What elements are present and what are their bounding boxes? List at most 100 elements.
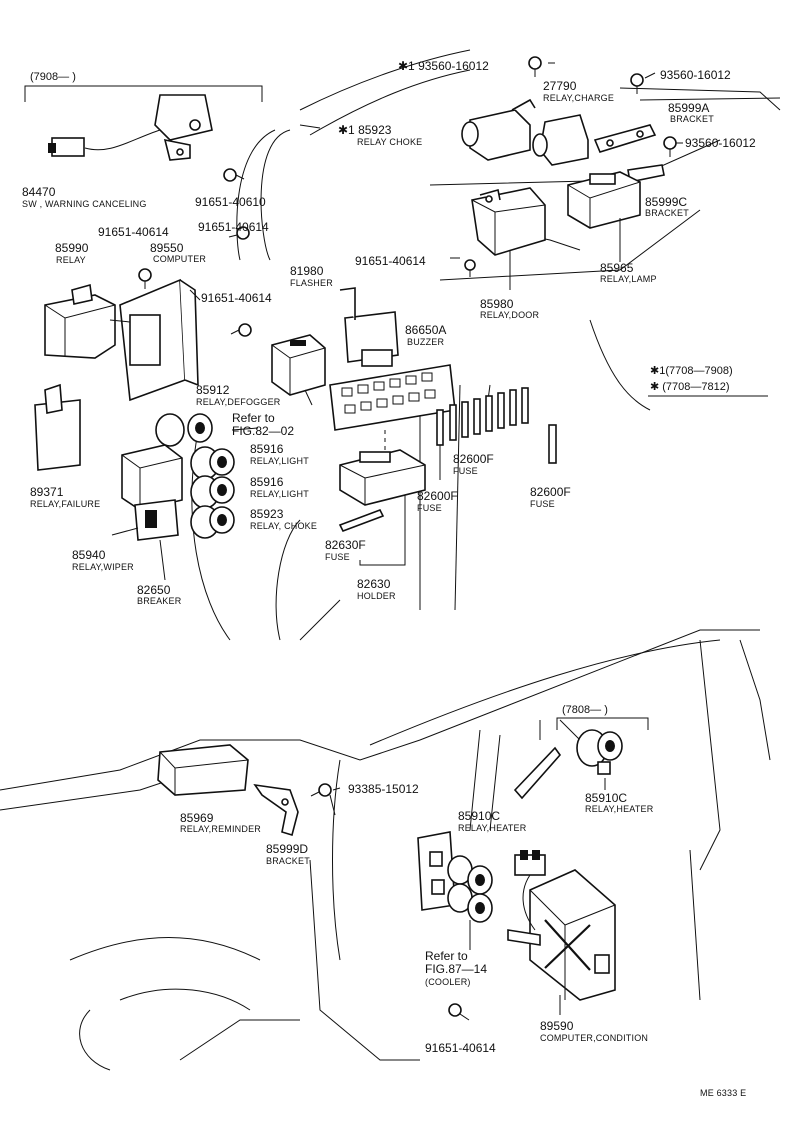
part-number-85916-a: 85916 bbox=[250, 442, 284, 456]
bracket-85999A-icon bbox=[593, 124, 657, 153]
part-number-85923-top: ✱1 85923 bbox=[338, 123, 392, 137]
part-number-93385: 93385-15012 bbox=[348, 782, 419, 796]
part-caption-85910C-b: RELAY,HEATER bbox=[458, 823, 527, 833]
legend-line-2: ✱ (7708—7812) bbox=[650, 381, 730, 393]
part-caption-81980: FLASHER bbox=[290, 278, 333, 288]
bracket-7808 bbox=[556, 717, 649, 730]
leader-lines bbox=[111, 62, 683, 1015]
computer-89550-icon bbox=[109, 278, 199, 402]
part-number-91651-40614-a: 91651-40614 bbox=[98, 225, 169, 239]
part-number-89550: 89550 bbox=[150, 241, 184, 255]
part-number-85940: 85940 bbox=[72, 548, 106, 562]
part-number-82650: 82650 bbox=[137, 583, 171, 597]
relay-heater-pair-icon bbox=[417, 831, 493, 923]
part-number-93560-c: 93560-16012 bbox=[685, 136, 756, 150]
part-number-91651-40614-b: 91651-40614 bbox=[198, 220, 269, 234]
bracket-85999D-icon bbox=[253, 783, 299, 837]
part-caption-85923-top: RELAY CHOKE bbox=[357, 137, 422, 147]
part-number-91651-40614-d: 91651-40614 bbox=[355, 254, 426, 268]
fuse-holder-82630-icon bbox=[338, 449, 426, 566]
part-number-85999D: 85999D bbox=[266, 842, 308, 856]
part-number-93560-a: ✱1 93560-16012 bbox=[398, 59, 489, 73]
bracket-7808-label: (7808— ) bbox=[562, 704, 608, 716]
relay-choke-top-icon bbox=[461, 98, 536, 161]
part-caption-82600F-c: FUSE bbox=[530, 499, 555, 509]
part-caption-85969: RELAY,REMINDER bbox=[180, 824, 261, 834]
part-caption-84470: SW , WARNING CANCELING bbox=[22, 199, 147, 209]
part-caption-27790: RELAY,CHARGE bbox=[543, 93, 614, 103]
refer-87-line3: (COOLER) bbox=[425, 977, 471, 987]
part-caption-85999C: BRACKET bbox=[645, 208, 689, 218]
part-number-84470: 84470 bbox=[22, 185, 56, 199]
part-number-82600F-c: 82600F bbox=[530, 485, 571, 499]
part-caption-85999D: BRACKET bbox=[266, 856, 310, 866]
part-number-93560-b: 93560-16012 bbox=[660, 68, 731, 82]
buzzer-86650A-icon bbox=[339, 287, 399, 367]
part-number-82600F-a: 82600F bbox=[453, 452, 494, 466]
part-caption-89371: RELAY,FAILURE bbox=[30, 499, 100, 509]
part-number-82630F: 82630F bbox=[325, 538, 366, 552]
relay-reminder-85969-icon bbox=[157, 744, 249, 796]
legend-line-1: ✱1(7708—7908) bbox=[650, 365, 733, 377]
part-caption-85912: RELAY,DEFOGGER bbox=[196, 397, 281, 407]
part-number-85980: 85980 bbox=[480, 297, 514, 311]
part-number-81980: 81980 bbox=[290, 264, 324, 278]
part-caption-82650: BREAKER bbox=[137, 596, 182, 606]
part-caption-82630F: FUSE bbox=[325, 552, 350, 562]
part-caption-82600F-b: FUSE bbox=[417, 503, 442, 513]
part-number-85912: 85912 bbox=[196, 383, 230, 397]
part-number-85916-b: 85916 bbox=[250, 475, 284, 489]
part-number-86650A: 86650A bbox=[405, 323, 446, 337]
part-caption-89590: COMPUTER,CONDITION bbox=[540, 1033, 648, 1043]
bracket-7908-label: (7908— ) bbox=[30, 71, 76, 83]
part-number-85999A: 85999A bbox=[668, 101, 709, 115]
part-number-91651-40610: 91651-40610 bbox=[195, 195, 266, 209]
body-outline bbox=[0, 49, 781, 1071]
part-number-85910C-a: 85910C bbox=[585, 791, 627, 805]
relay-85990-icon bbox=[44, 283, 116, 359]
labels: (7908— ) 84470 SW , WARNING CANCELING 91… bbox=[22, 59, 768, 1098]
refer-87-line2: FIG.87—14 bbox=[425, 962, 487, 976]
refer-to-line1: Refer to bbox=[232, 411, 275, 425]
part-caption-85923-b: RELAY, CHOKE bbox=[250, 521, 317, 531]
fuse-82600F-icons bbox=[436, 387, 557, 480]
relay-heater-single-icon bbox=[513, 729, 623, 800]
part-caption-85980: RELAY,DOOR bbox=[480, 310, 539, 320]
relay-lamp-85965-icon bbox=[567, 171, 641, 229]
refer-87-line1: Refer to bbox=[425, 949, 468, 963]
part-caption-89550: COMPUTER bbox=[153, 254, 206, 264]
part-number-85965: 85965 bbox=[600, 261, 634, 275]
bracket-7908 bbox=[24, 85, 263, 102]
part-number-27790: 27790 bbox=[543, 79, 577, 93]
part-number-89371: 89371 bbox=[30, 485, 64, 499]
part-number-85999C: 85999C bbox=[645, 195, 687, 209]
part-number-91651-40614-e: 91651-40614 bbox=[425, 1041, 496, 1055]
part-caption-85916-a: RELAY,LIGHT bbox=[250, 456, 309, 466]
part-number-85969: 85969 bbox=[180, 811, 214, 825]
part-number-85923-b: 85923 bbox=[250, 507, 284, 521]
part-number-85990: 85990 bbox=[55, 241, 89, 255]
part-caption-82600F-a: FUSE bbox=[453, 466, 478, 476]
drawing-code: ME 6333 E bbox=[700, 1088, 746, 1098]
part-caption-85910C-a: RELAY,HEATER bbox=[585, 804, 654, 814]
part-number-89590: 89590 bbox=[540, 1019, 574, 1033]
part-caption-82630: HOLDER bbox=[357, 591, 396, 601]
relay-failure-89371-icon bbox=[34, 383, 81, 471]
warning-canceling-switch-icon bbox=[48, 94, 213, 161]
relay-cluster-icon bbox=[121, 413, 259, 541]
part-number-85910C-b: 85910C bbox=[458, 809, 500, 823]
part-caption-85999A: BRACKET bbox=[670, 114, 714, 124]
part-caption-85916-b: RELAY,LIGHT bbox=[250, 489, 309, 499]
relay-door-85980-icon bbox=[471, 187, 546, 256]
part-caption-85940: RELAY,WIPER bbox=[72, 562, 134, 572]
part-number-91651-40614-c: 91651-40614 bbox=[201, 291, 272, 305]
computer-condition-89590-icon bbox=[507, 850, 616, 1001]
part-number-82600F-b: 82600F bbox=[417, 489, 458, 503]
flasher-81980-icon bbox=[271, 334, 326, 406]
part-caption-85990: RELAY bbox=[56, 255, 86, 265]
refer-to-line2: FIG.82—02 bbox=[232, 424, 294, 438]
fuse-block-icon bbox=[329, 364, 456, 455]
part-number-82630: 82630 bbox=[357, 577, 391, 591]
